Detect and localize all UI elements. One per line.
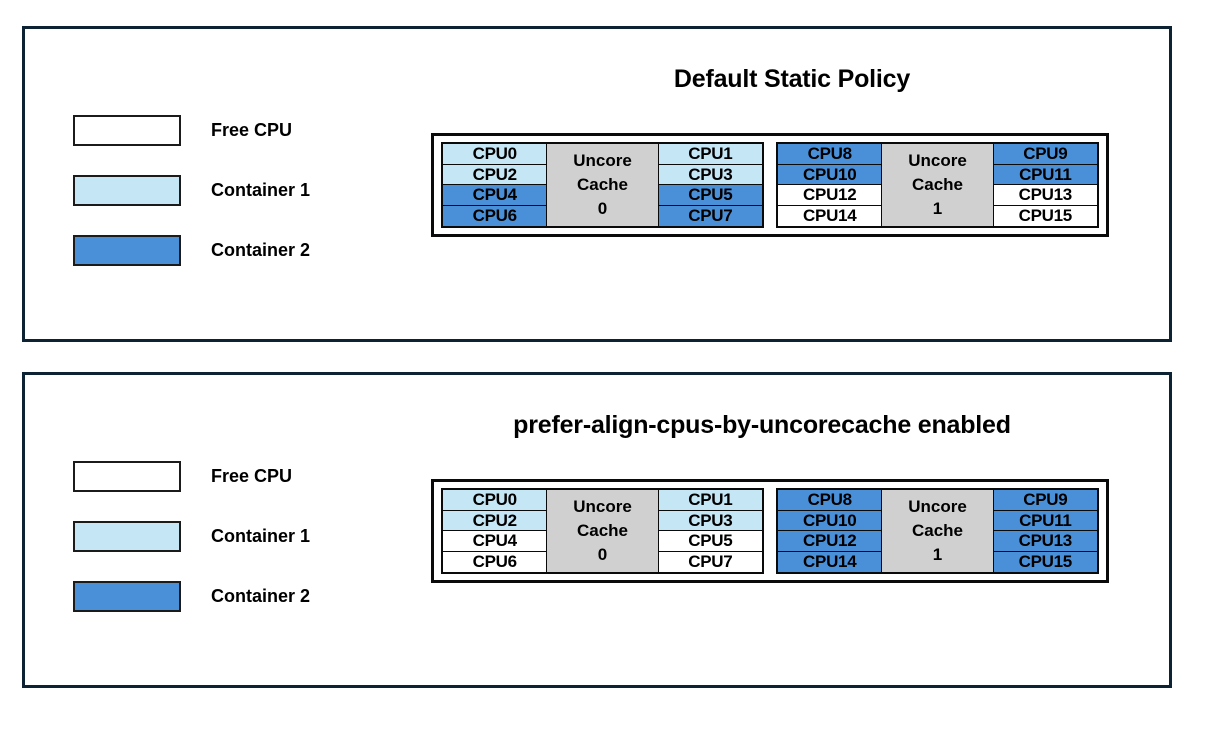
cpu-cell: CPU4 <box>442 530 548 553</box>
cpu-cell: CPU14 <box>777 550 883 573</box>
cpu-cell: CPU12 <box>777 184 883 207</box>
uncore-cache-text-line: Cache <box>576 520 629 540</box>
uncore-cache-text-line: Cache <box>911 520 964 540</box>
legend: Free CPU Container 1 Container 2 <box>73 115 310 266</box>
cpu-cell: CPU15 <box>992 204 1098 227</box>
panel-prefer-align-cpus-by-uncorecache: prefer-align-cpus-by-uncorecache enabled… <box>22 372 1172 688</box>
cpu-cell: CPU8 <box>777 489 883 512</box>
uncore-cache-text-line: Cache <box>911 174 964 194</box>
legend-swatch <box>73 115 181 146</box>
panel-default-static-policy: Default Static Policy Free CPU Container … <box>22 26 1172 342</box>
cpu-cell: CPU9 <box>992 489 1098 512</box>
cpu-cell: CPU1 <box>657 143 763 166</box>
cpu-cell: CPU3 <box>657 509 763 532</box>
legend-label: Free CPU <box>211 466 293 486</box>
cpu-cell: CPU9 <box>992 143 1098 166</box>
cpu-cell: CPU2 <box>442 509 548 532</box>
uncore-cache-text-line: Cache <box>576 174 629 194</box>
legend: Free CPU Container 1 Container 2 <box>73 461 310 612</box>
uncore-cache-text-line: Uncore <box>573 150 632 170</box>
cpu-cell: CPU15 <box>992 550 1098 573</box>
cpu-cell: CPU8 <box>777 143 883 166</box>
cpu-cell: CPU6 <box>442 550 548 573</box>
legend-swatch <box>73 175 181 206</box>
legend-item: Container 1 <box>73 175 310 206</box>
legend-item: Free CPU <box>73 461 310 492</box>
uncore-cache-text-line: 0 <box>597 199 608 219</box>
legend-item: Container 2 <box>73 235 310 266</box>
uncore-cache-text-line: 1 <box>932 545 943 565</box>
cpu-cell: CPU10 <box>777 509 883 532</box>
legend-item: Container 2 <box>73 581 310 612</box>
legend-swatch <box>73 235 181 266</box>
cpu-cell: CPU11 <box>992 509 1098 532</box>
cpu-cell: CPU12 <box>777 530 883 553</box>
legend-label: Container 2 <box>211 240 311 260</box>
cpu-cell: CPU10 <box>777 163 883 186</box>
cpu-cell: CPU13 <box>992 530 1098 553</box>
cpu-cell: CPU7 <box>657 204 763 227</box>
cpu-cell: CPU5 <box>657 184 763 207</box>
legend-label: Free CPU <box>211 120 293 140</box>
uncore-cache-text-line: Uncore <box>573 496 632 516</box>
cpu-cell: CPU4 <box>442 184 548 207</box>
cpu-cell: CPU2 <box>442 163 548 186</box>
cpu-cell: CPU13 <box>992 184 1098 207</box>
legend-swatch <box>73 521 181 552</box>
panel-title: prefer-align-cpus-by-uncorecache enabled <box>513 411 1011 439</box>
cpu-cell: CPU7 <box>657 550 763 573</box>
panel-title: Default Static Policy <box>673 65 911 93</box>
legend-label: Container 2 <box>211 586 311 606</box>
cpu-cell: CPU6 <box>442 204 548 227</box>
cpu-cell: CPU11 <box>992 163 1098 186</box>
uncore-cache-text-line: Uncore <box>908 496 967 516</box>
cpu-cell: CPU0 <box>442 143 548 166</box>
legend-swatch <box>73 581 181 612</box>
cpu-cell: CPU5 <box>657 530 763 553</box>
cpu-cell: CPU3 <box>657 163 763 186</box>
legend-label: Container 1 <box>211 526 311 546</box>
uncore-cache-text-line: 1 <box>932 199 943 219</box>
legend-label: Container 1 <box>211 180 311 200</box>
legend-swatch <box>73 461 181 492</box>
legend-item: Container 1 <box>73 521 310 552</box>
cpu-cell: CPU14 <box>777 204 883 227</box>
uncore-cache-text-line: 0 <box>597 545 608 565</box>
cpu-cell: CPU0 <box>442 489 548 512</box>
uncore-cache-text-line: Uncore <box>908 150 967 170</box>
legend-item: Free CPU <box>73 115 310 146</box>
cpu-cell: CPU1 <box>657 489 763 512</box>
